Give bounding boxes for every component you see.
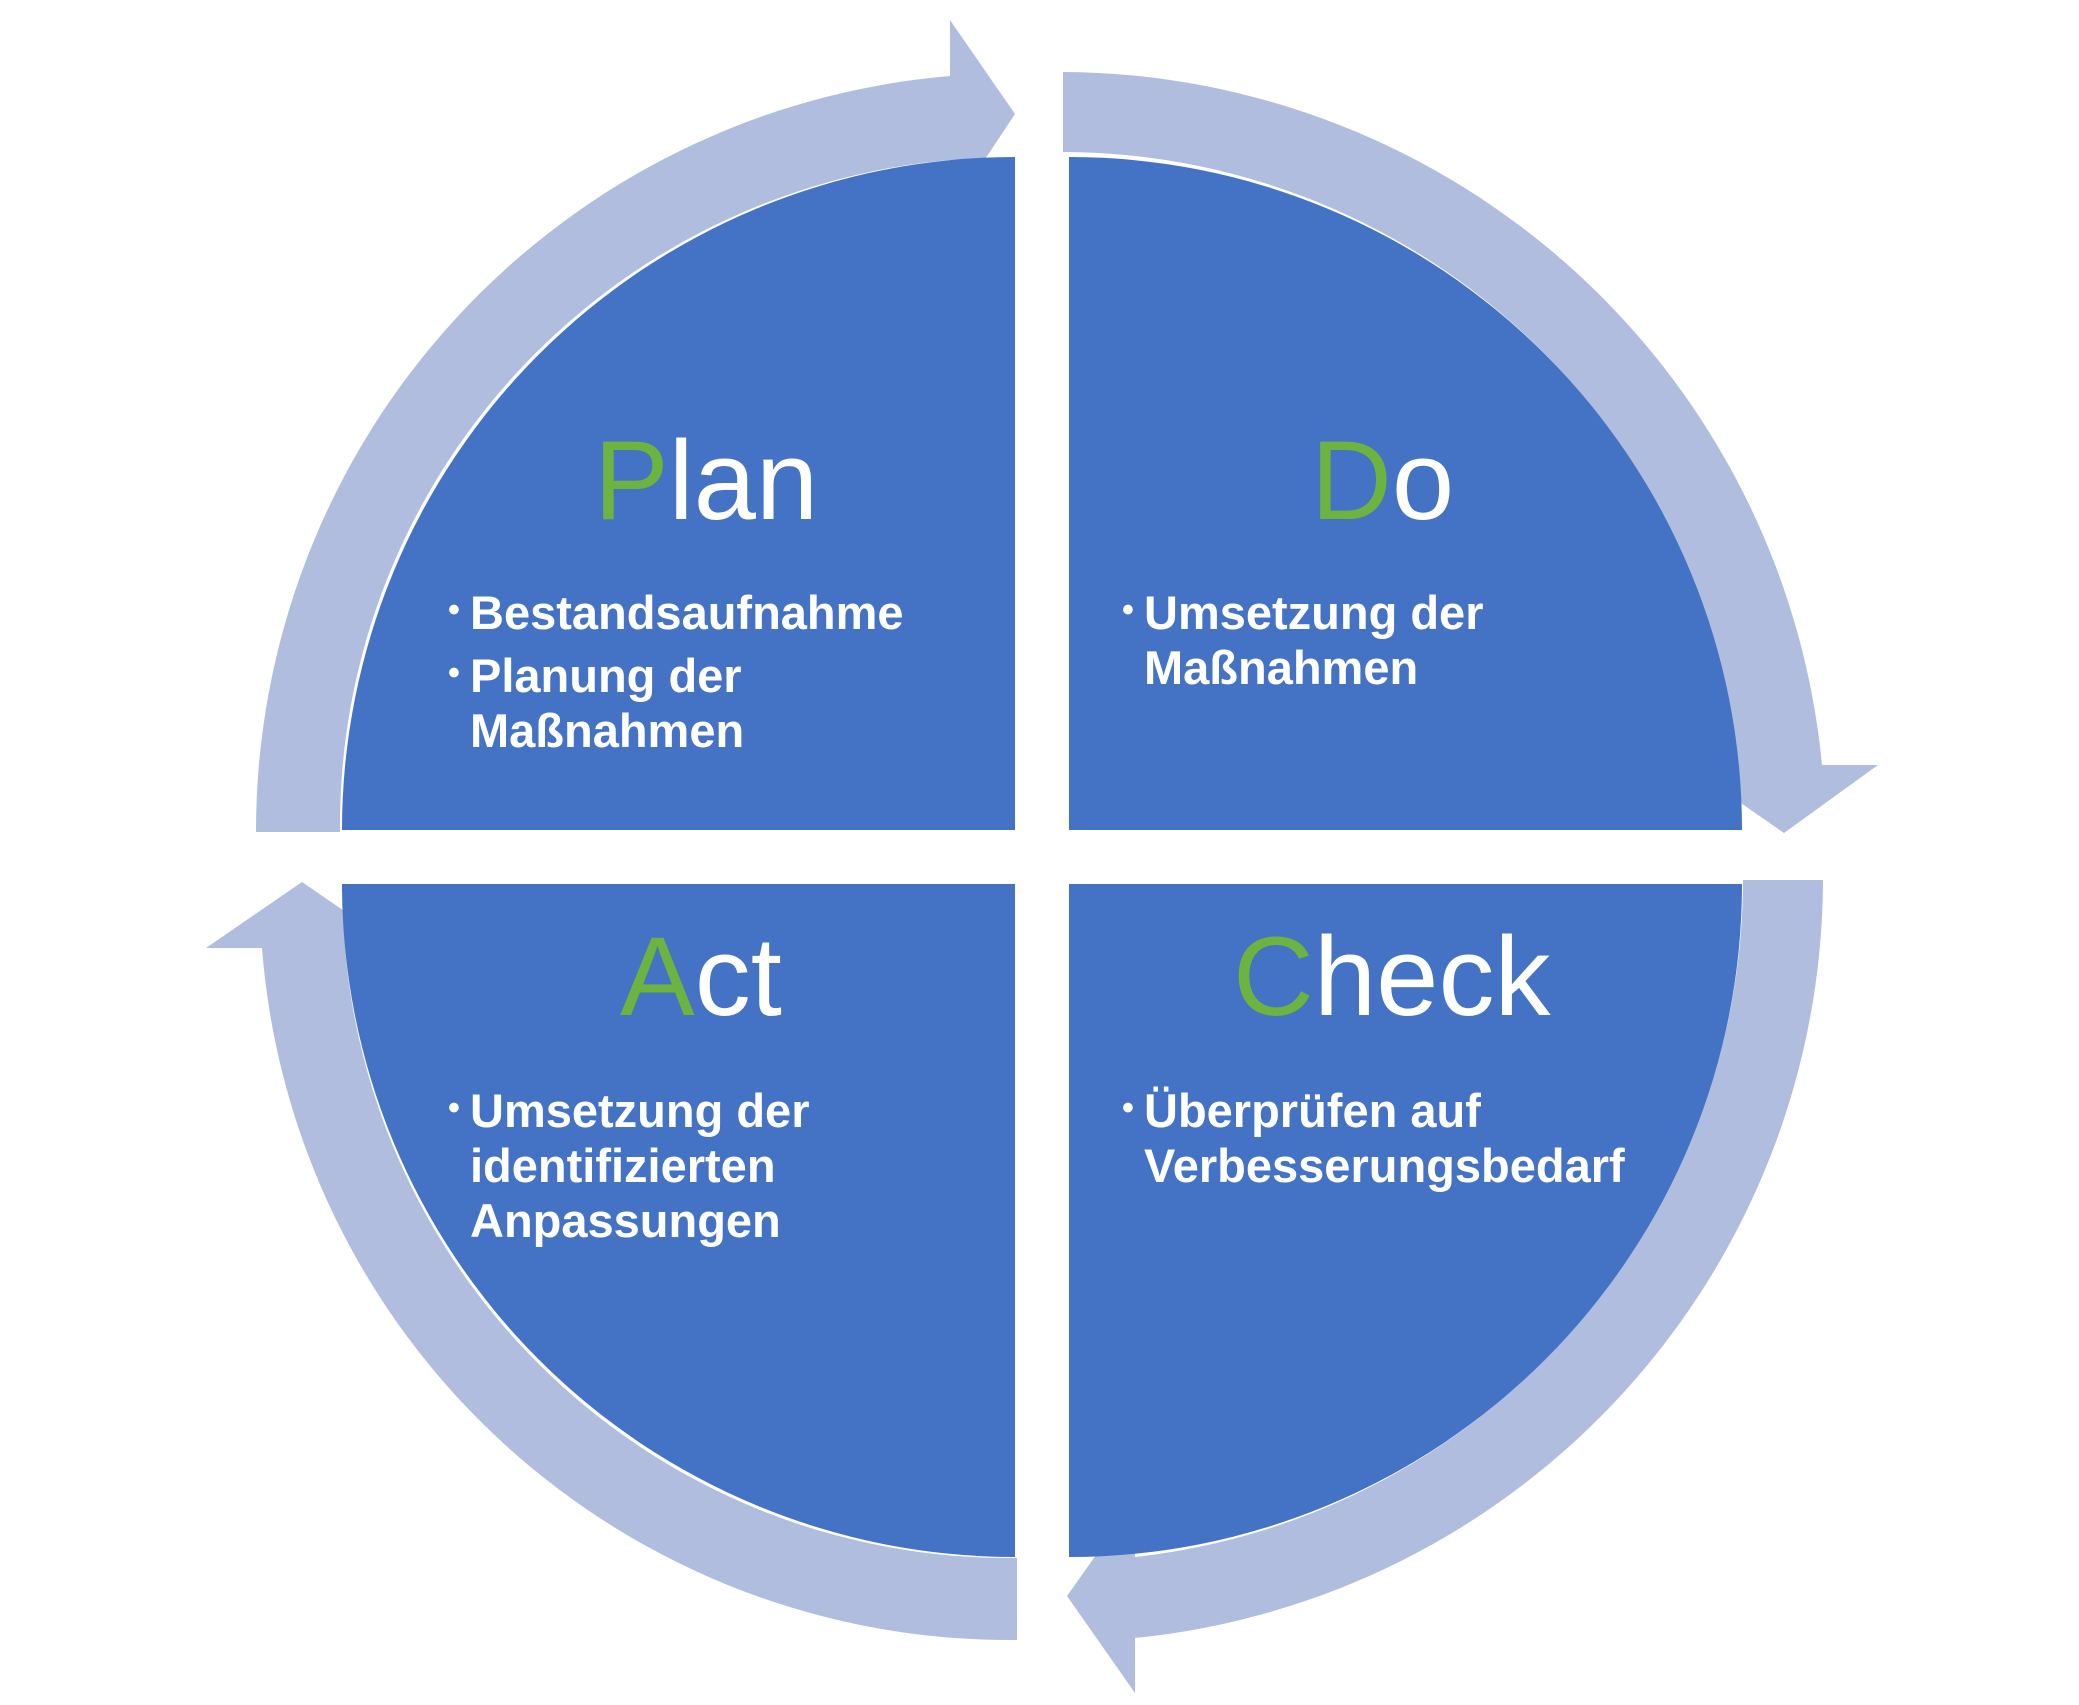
act-bullet-list: Umsetzung der identifizierten Anpassunge… [448, 1081, 868, 1256]
quadrant-check [1069, 884, 1742, 1557]
arrow-to-plan [206, 882, 1017, 1641]
act-title: Act [620, 921, 782, 1033]
do-initial: D [1311, 418, 1392, 543]
plan-initial: P [594, 418, 669, 543]
arrow-to-check [1063, 72, 1878, 833]
quadrants [342, 157, 1742, 1557]
act-rest: ct [694, 914, 782, 1039]
plan-item-2: Planung der Maßnahmen [448, 646, 800, 758]
check-initial: C [1233, 914, 1314, 1039]
do-title: Do [1311, 425, 1454, 537]
arrow-to-do [255, 20, 1015, 832]
plan-title: Plan [594, 425, 818, 537]
check-bullet-list: Überprüfen auf Verbesserungsbedarf [1122, 1081, 1682, 1201]
check-rest: heck [1313, 914, 1551, 1039]
plan-rest: lan [668, 418, 819, 543]
plan-item-1: Bestandsaufnahme [448, 583, 948, 640]
check-title: Check [1233, 921, 1550, 1033]
act-item-1: Umsetzung der identifizierten Anpassunge… [448, 1081, 830, 1248]
do-item-1: Umsetzung der Maßnahmen [1122, 583, 1542, 695]
do-rest: o [1391, 418, 1455, 543]
arrow-to-act [1067, 880, 1823, 1693]
act-initial: A [620, 914, 695, 1039]
do-bullet-list: Umsetzung der Maßnahmen [1122, 583, 1542, 703]
cycle-arrows [206, 20, 1878, 1693]
plan-bullet-list: Bestandsaufnahme Planung der Maßnahmen [448, 583, 948, 766]
check-item-1: Überprüfen auf Verbesserungsbedarf [1122, 1081, 1644, 1193]
